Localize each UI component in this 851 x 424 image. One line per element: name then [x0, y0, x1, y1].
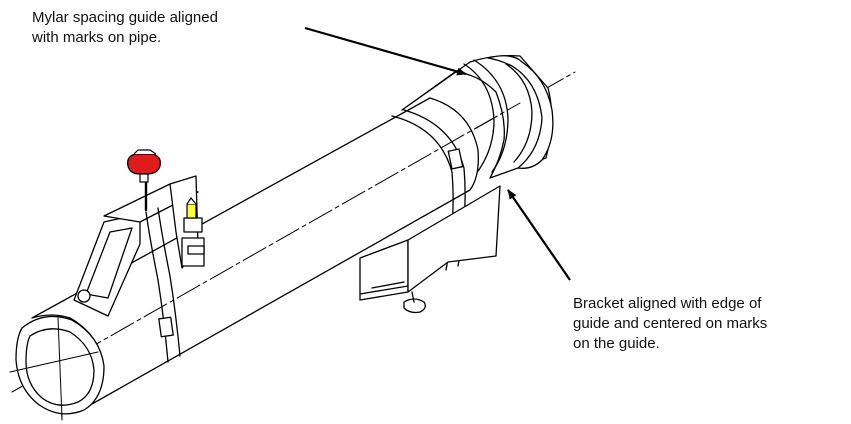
- red-adjustment-knob: [127, 149, 161, 183]
- near-bracket-gusset-inner: [85, 227, 133, 299]
- near-strap-2: [157, 207, 181, 357]
- pipe-end-inner: [25, 328, 95, 406]
- far-housing-edge: [371, 281, 405, 289]
- far-housing-bottom: [359, 285, 409, 295]
- far-transducer-housing: [359, 239, 409, 301]
- guide-end-rim: [487, 55, 554, 169]
- near-strap: [145, 211, 169, 363]
- gusset-pivot: [77, 289, 91, 303]
- callout-bracket-line-2: guide and centered on marks: [573, 315, 768, 332]
- indicator-cap: [186, 196, 197, 205]
- guide-seam-2: [473, 59, 509, 173]
- callout-bracket-line-1: Bracket aligned with edge of: [573, 295, 762, 312]
- far-bottom-knob: [403, 298, 426, 314]
- arrow-to-mylar-guide: [304, 26, 467, 76]
- near-strap-buckle: [158, 316, 174, 338]
- callout-mylar-guide: Mylar spacing guide aligned with marks o…: [32, 8, 218, 48]
- column-clamp-2: [187, 245, 205, 255]
- callout-bracket-line-3: on the guide.: [573, 335, 660, 352]
- guide-strap-buckle: [447, 148, 464, 170]
- callout-mylar-guide-line-1: Mylar spacing guide aligned: [32, 9, 218, 26]
- arrow-to-bracket: [507, 189, 571, 281]
- far-knob-stem: [411, 291, 415, 303]
- guide-seam-1: [463, 63, 495, 175]
- far-transducer-housing-side: [407, 185, 501, 293]
- callout-bracket: Bracket aligned with edge of guide and c…: [573, 294, 767, 354]
- callout-mylar-guide-line-2: with marks on pipe.: [32, 29, 162, 46]
- yellow-indicator: [186, 203, 197, 219]
- column-clamp-1: [183, 217, 203, 233]
- end-crosshair-vertical-2: [57, 317, 63, 419]
- end-crosshair-horizontal: [9, 351, 99, 373]
- guide-inner-rim: [505, 63, 533, 163]
